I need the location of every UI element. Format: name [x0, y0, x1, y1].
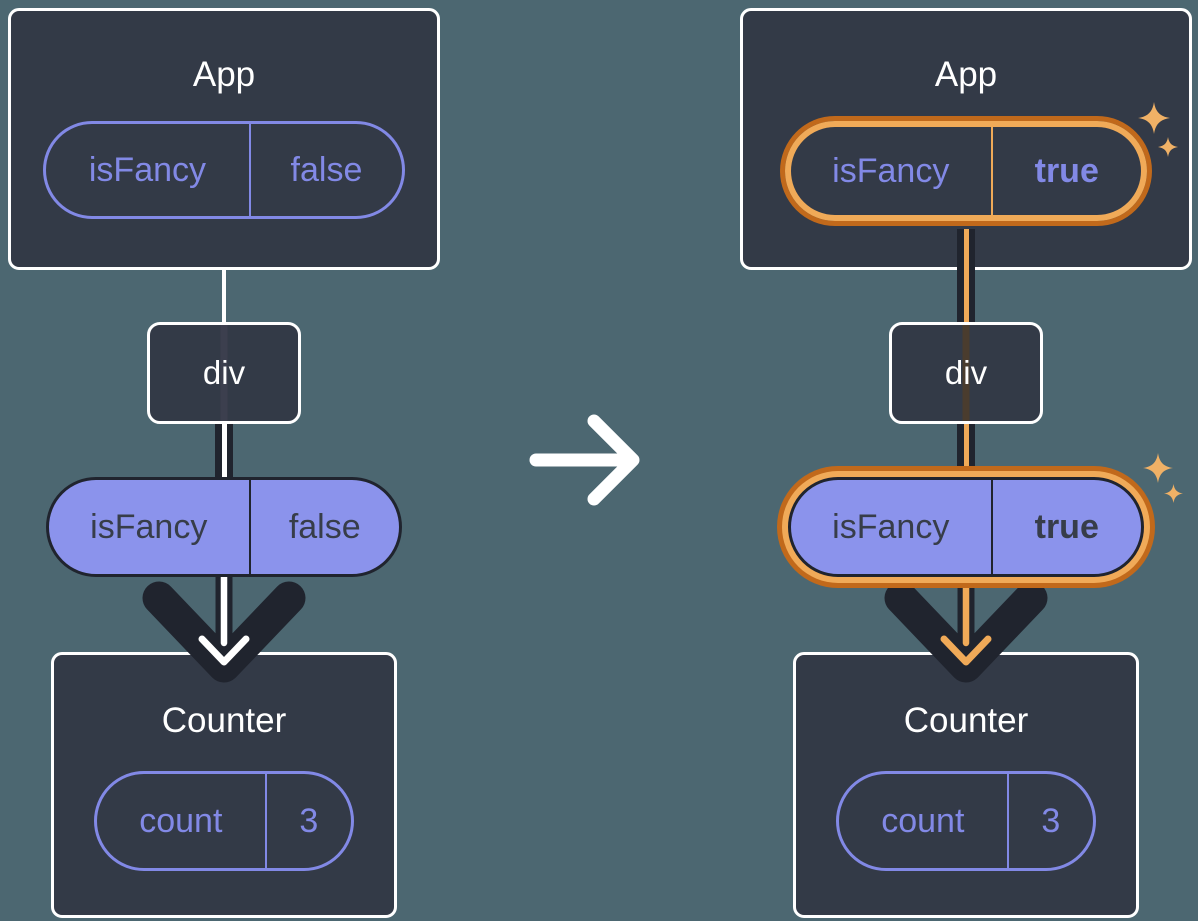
div-label: div [944, 354, 988, 391]
prop-value: true [990, 127, 1142, 215]
counter-card: Counter count 3 [51, 652, 397, 918]
div-node: div [147, 322, 301, 424]
sparkle-icon [1143, 453, 1173, 483]
counter-title: Counter [161, 701, 287, 740]
arrow-down-icon [884, 571, 1048, 683]
edge-app-div [957, 229, 975, 324]
edge-app-div [222, 268, 226, 324]
passed-prop-pill: isFancy false [46, 477, 402, 577]
prop-value: true [990, 480, 1142, 574]
counter-title: Counter [903, 701, 1029, 740]
prop-flow-stripe [220, 325, 228, 421]
prop-value: false [248, 124, 402, 216]
prop-flow-stripe [962, 325, 970, 421]
sparkle-icon [1158, 137, 1178, 157]
edge-div-prop [957, 422, 975, 479]
counter-state-pill: count 3 [836, 771, 1096, 871]
prop-name: isFancy [90, 507, 208, 546]
passed-prop-pill-highlighted: isFancy true [788, 477, 1144, 577]
arrow-down-icon [142, 571, 306, 683]
sparkle-icon [1138, 102, 1170, 134]
prop-name: isFancy [88, 150, 207, 189]
prop-name: isFancy [832, 507, 950, 546]
app-card: App isFancy false [8, 8, 440, 270]
counter-state-pill: count 3 [94, 771, 354, 871]
state-value: 3 [1006, 774, 1093, 868]
counter-card: Counter count 3 [793, 652, 1139, 918]
prop-value: false [248, 480, 400, 574]
state-name: count [881, 801, 965, 840]
div-node: div [889, 322, 1043, 424]
edge-div-prop [215, 422, 233, 479]
app-prop-pill: isFancy false [43, 121, 405, 219]
arrow-right-icon [529, 414, 640, 506]
sparkle-icon [1164, 484, 1183, 503]
prop-name: isFancy [832, 151, 950, 190]
state-value: 3 [264, 774, 351, 868]
app-title: App [192, 55, 256, 94]
app-title: App [934, 55, 998, 94]
app-card: App isFancy true [740, 8, 1192, 270]
div-label: div [202, 354, 246, 391]
app-prop-pill-highlighted: isFancy true [785, 121, 1147, 221]
state-name: count [139, 801, 223, 840]
